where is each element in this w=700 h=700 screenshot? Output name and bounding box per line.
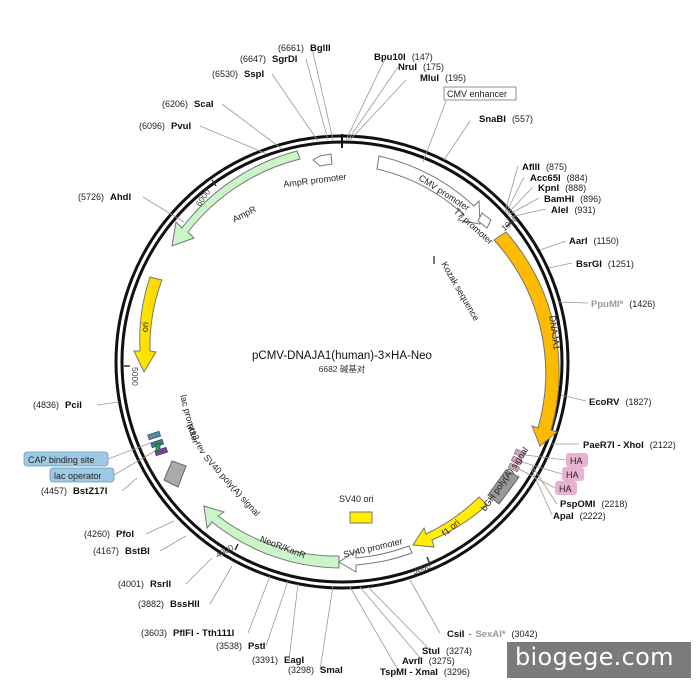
ha-label-group: HA HA HA	[518, 453, 588, 495]
neor-arrow	[203, 505, 340, 569]
site-pfoi: (4260)PfoI	[84, 529, 134, 540]
site-smai: (3298)SmaI	[288, 665, 343, 676]
backbone-outer	[114, 134, 570, 590]
backbone-inner	[120, 140, 564, 584]
site-ahdi: (5726)AhdI	[78, 192, 131, 203]
site-mlui: MluI(195)	[420, 73, 466, 84]
site-csii: CsiI-SexAI*(3042)	[447, 629, 538, 640]
lac-operator-badge-label: lac operator	[54, 471, 102, 481]
plasmid-size: 6682 碱基对	[319, 364, 366, 374]
ha-label-3: HA	[559, 484, 572, 494]
site-bstbi: (4167)BstBI	[93, 546, 150, 557]
lac-operator-block	[154, 446, 169, 457]
ha-label-1: HA	[570, 456, 583, 466]
sv40-polya-block	[163, 460, 187, 488]
site-bsrgi: BsrGI(1251)	[576, 259, 634, 270]
cmv-promoter-arrow	[376, 155, 481, 225]
site-apai: ApaI(2222)	[553, 511, 606, 522]
site-pflfi: (3603)PflFI - Tth111I	[141, 628, 234, 639]
site-bpu10i: Bpu10I(147)	[374, 52, 433, 63]
site-avrii: AvrII(3275)	[402, 656, 455, 667]
bgh-polya-block	[487, 469, 520, 505]
cap-badge-label: CAP binding site	[28, 455, 94, 465]
ori-arrow	[133, 276, 163, 374]
site-snabi: SnaBI(557)	[479, 114, 533, 125]
site-krui: NruI(175)	[398, 62, 444, 73]
watermark-text: biogege.com	[515, 643, 674, 671]
site-acc65i: Acc65I(884)	[530, 173, 588, 184]
site-stui: StuI(3274)	[422, 646, 472, 657]
site-labels: (6661)BglII (6647)SgrDI (6530)SspI (6206…	[33, 43, 676, 678]
ampr-promoter-label: AmpR promoter	[283, 172, 347, 190]
site-bamhi: BamHI(896)	[544, 194, 601, 205]
site-bglii: (6661)BglII	[278, 43, 331, 54]
site-aari: AarI(1150)	[569, 236, 619, 247]
site-bstz17i: (4457)BstZ17I	[41, 486, 107, 497]
site-psti: (3538)PstI	[216, 641, 265, 652]
site-pvui: (6096)PvuI	[139, 121, 191, 132]
ori-label: ori	[140, 322, 151, 333]
ha-label-2: HA	[566, 470, 579, 480]
site-ppumi: PpuMI*(1426)	[591, 299, 655, 310]
plasmid-title: pCMV-DNAJA1(human)-3×HA-Neo	[252, 350, 432, 362]
watermark-box	[507, 642, 691, 678]
m13-rev-label: M13 rev	[184, 422, 208, 456]
site-pcii: (4836)PciI	[33, 400, 82, 411]
f1-ori-arrow	[412, 496, 488, 548]
site-alei: AleI(931)	[551, 205, 595, 216]
site-sgrdi: (6647)SgrDI	[240, 54, 297, 65]
lac-operator-badge: lac operator	[49, 450, 156, 483]
kozak-label: Kozak sequence	[439, 260, 481, 323]
site-eagi: (3391)EagI	[252, 655, 304, 666]
site-pspomi: PspOMI(2218)	[560, 499, 627, 510]
site-kpni: KpnI(888)	[538, 183, 586, 194]
cap-badge: CAP binding site	[23, 442, 151, 467]
site-rsrii: (4001)RsrII	[118, 579, 171, 590]
site-tspmi: TspMI - XmaI(3296)	[380, 667, 470, 678]
ha-blocks	[507, 448, 526, 473]
site-aflii: AflII(875)	[522, 162, 567, 173]
site-ecorv: EcoRV(1827)	[589, 397, 651, 408]
tick-5000: 5000	[130, 367, 140, 386]
cmv-enhancer-box: CMV enhancer	[443, 86, 517, 101]
sv40-ori-block	[349, 511, 373, 524]
ampr-arrow	[171, 150, 301, 247]
site-sspi: (6530)SspI	[212, 69, 264, 80]
site-paer7i: PaeR7I - XhoI(2122)	[583, 440, 676, 451]
t7-promoter-arrow	[477, 212, 492, 229]
site-leaders	[96, 47, 589, 671]
bgh-label: bGH poly(A) signal	[479, 445, 531, 513]
sv40-ori-label: SV40 ori	[339, 494, 374, 504]
ampr-label: AmpR	[231, 204, 258, 224]
site-bsshii: (3882)BssHII	[138, 599, 200, 610]
sv40-promoter-arrow	[338, 545, 413, 573]
dnaja1-label: DNAJA1	[547, 315, 562, 351]
ampr-promoter-arrow	[312, 153, 333, 167]
cmv-enhancer-label: CMV enhancer	[447, 89, 507, 99]
lac-promoter-block	[147, 430, 162, 441]
dnaja1-arrow	[493, 231, 560, 447]
site-scai: (6206)ScaI	[162, 99, 214, 110]
m13-rev-block	[155, 443, 161, 452]
